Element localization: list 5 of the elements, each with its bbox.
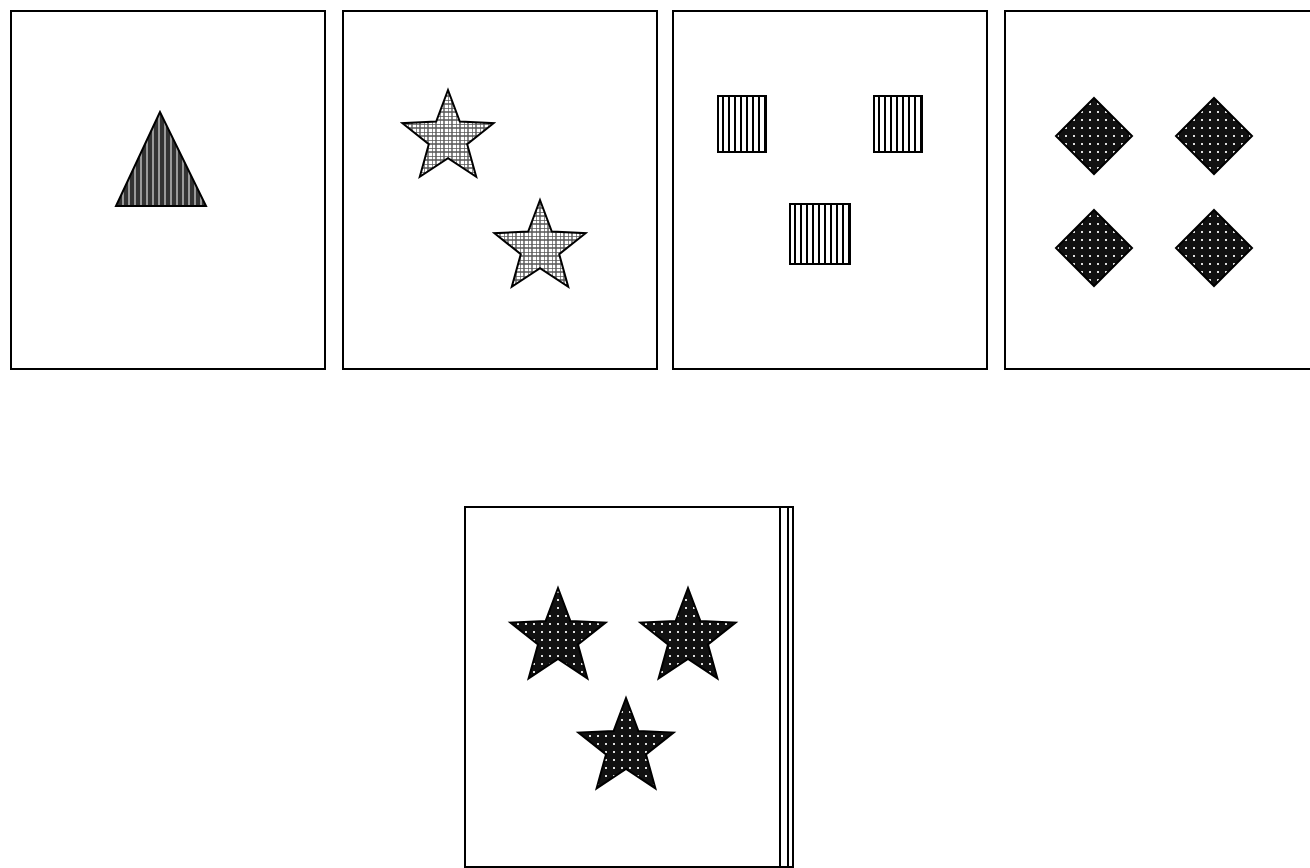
- panel: [464, 506, 794, 868]
- panel: [10, 10, 326, 370]
- panel: [1004, 10, 1310, 370]
- panel: [342, 10, 658, 370]
- panel: [672, 10, 988, 370]
